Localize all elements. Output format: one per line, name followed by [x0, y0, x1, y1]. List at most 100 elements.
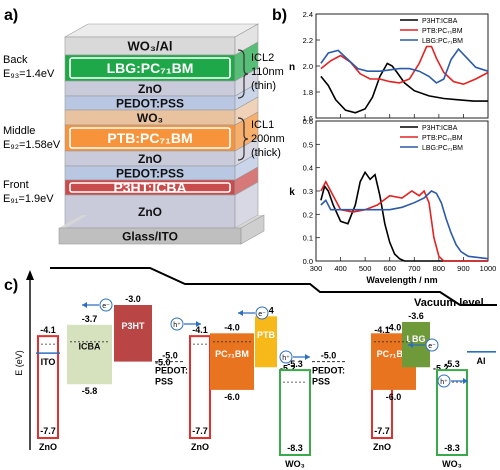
carrier-arrow-head	[463, 378, 468, 384]
y-tick-label: 1.8	[303, 88, 313, 97]
energy-top-value: -4.1	[374, 325, 390, 335]
stack-layer: ZnO	[64, 137, 259, 167]
stack-layer-outline	[69, 182, 231, 193]
legend-label: PTB:PC₇₁BM	[422, 135, 463, 142]
energy-bottom-value: -5.8	[82, 386, 98, 396]
stack-front-face	[64, 54, 236, 82]
legend-label: P3HT:ICBA	[422, 18, 458, 25]
electron-marker: e⁻	[238, 306, 269, 320]
energy-top-value: -4.0	[386, 322, 402, 332]
series-line	[320, 47, 489, 84]
energy-level-box	[255, 316, 277, 368]
energy-level-box	[114, 305, 152, 362]
electron-marker: e⁻	[408, 338, 439, 352]
side-label-name: Middle	[3, 125, 35, 137]
series-line	[320, 190, 489, 260]
side-label-name: Back	[3, 54, 28, 66]
x-tick-label: 500	[359, 264, 372, 273]
hole-marker: h⁺	[279, 350, 310, 364]
y-tick-label: 0.0	[303, 257, 313, 266]
icl2-thickness: 110nm	[251, 66, 284, 78]
y-tick-label: 2.0	[303, 62, 313, 71]
stack-layer: ZnO	[64, 181, 259, 229]
carrier-circle	[99, 298, 113, 312]
energy-top-value: -4.0	[224, 322, 240, 332]
stack-layer: WO₃/Al	[63, 23, 260, 56]
y-tick-label: 2.2	[303, 36, 313, 45]
energy-axis-arrow	[26, 270, 34, 280]
legend-label: LBG:PC₇₁BM	[422, 38, 463, 45]
stack-layer-label: PEDOT:PSS	[116, 166, 184, 180]
energy-box-name: ZnO	[373, 442, 391, 452]
carrier-symbol: h⁺	[282, 355, 290, 362]
stack-layer: LBG:PC₇₁BM	[64, 41, 259, 82]
energy-box-label: PC₇₁BM	[377, 349, 411, 359]
stack-top-face	[63, 23, 260, 38]
carrier-arrow-head	[238, 310, 243, 316]
y-tick-label: 0.4	[303, 164, 313, 173]
side-label-name: Front	[3, 179, 29, 191]
side-label-front: Front E₉₁=1.9eV	[3, 179, 54, 205]
x-tick-label: 900	[457, 264, 470, 273]
icl1-brace	[237, 117, 249, 161]
energy-top-value: -3.0	[125, 294, 141, 304]
carrier-arrow-head	[82, 302, 87, 308]
hole-marker: h⁺	[437, 374, 468, 388]
energy-box-icba: -3.7 -5.8 ICBA	[67, 314, 112, 396]
carrier-circle	[425, 338, 439, 352]
stack-layer-label: P3HT:ICBA	[113, 180, 186, 196]
y-tick-label: 0.5	[303, 140, 313, 149]
y-tick-label: 0.2	[303, 210, 313, 219]
carrier-arrow-head	[305, 354, 310, 360]
y-tick-label: 1.6	[303, 114, 313, 123]
stack-layer-label: ZnO	[138, 82, 162, 96]
hole-marker: h⁺	[170, 317, 201, 331]
stack-layer: Glass/ITO	[58, 214, 265, 245]
stack-layer: PEDOT:PSS	[64, 152, 259, 181]
energy-level-box	[67, 324, 112, 385]
energy-box-label: ICBA	[79, 342, 101, 352]
legend-label: LBG:PC₇₁BM	[422, 145, 463, 152]
stack-layer-label: LBG:PC₇₁BM	[107, 60, 194, 76]
side-label-back: Back E₉₃=1.4eV	[3, 54, 55, 80]
x-tick-label: 800	[433, 264, 446, 273]
energy-top-value: -3.7	[82, 314, 98, 324]
y-tick-label: 2.4	[303, 10, 313, 19]
stack-top-face	[235, 215, 264, 228]
stack-front-face	[64, 124, 236, 152]
side-label-gap: E₉₃=1.4eV	[3, 68, 55, 80]
x-tick-label: 700	[408, 264, 421, 273]
energy-box-name: WO₃	[442, 459, 462, 469]
plot-n: 1.61.82.02.22.4nP3HT:ICBAPTB:PC₇₁BMLBG:P…	[289, 10, 489, 123]
panel-label-a: a)	[4, 7, 18, 24]
x-tick-label: 600	[383, 264, 396, 273]
stack-layer-label: ZnO	[138, 205, 162, 219]
energy-bottom-value: -8.3	[287, 443, 303, 453]
electron-marker: e⁻	[82, 298, 113, 312]
x-tick-label: 400	[334, 264, 347, 273]
energy-level-box	[189, 335, 211, 440]
energy-bottom-value: -5.0	[155, 358, 171, 368]
energy-bottom-value: -6.0	[386, 392, 402, 402]
energy-top-value: -5.3	[444, 359, 460, 369]
energy-axis-label: E (eV)	[14, 350, 24, 376]
stack-side-face	[240, 214, 265, 245]
carrier-symbol: e⁻	[258, 311, 266, 318]
energy-box-name: ZnO	[191, 442, 209, 452]
side-label-middle: Middle E₉₂=1.58eV	[3, 125, 61, 151]
plot-frame	[315, 120, 489, 262]
icl2-brace	[237, 49, 249, 99]
carrier-arrow-head	[196, 321, 201, 327]
side-label-gap: E₉₁=1.9eV	[3, 193, 54, 205]
carrier-symbol: e⁻	[102, 303, 110, 310]
carrier-circle	[279, 350, 293, 364]
stack-top-face	[59, 215, 88, 228]
energy-top-value: -3.6	[408, 311, 424, 321]
energy-bottom-value: -7.7	[374, 426, 390, 436]
stack-layer: ZnO	[64, 67, 259, 97]
